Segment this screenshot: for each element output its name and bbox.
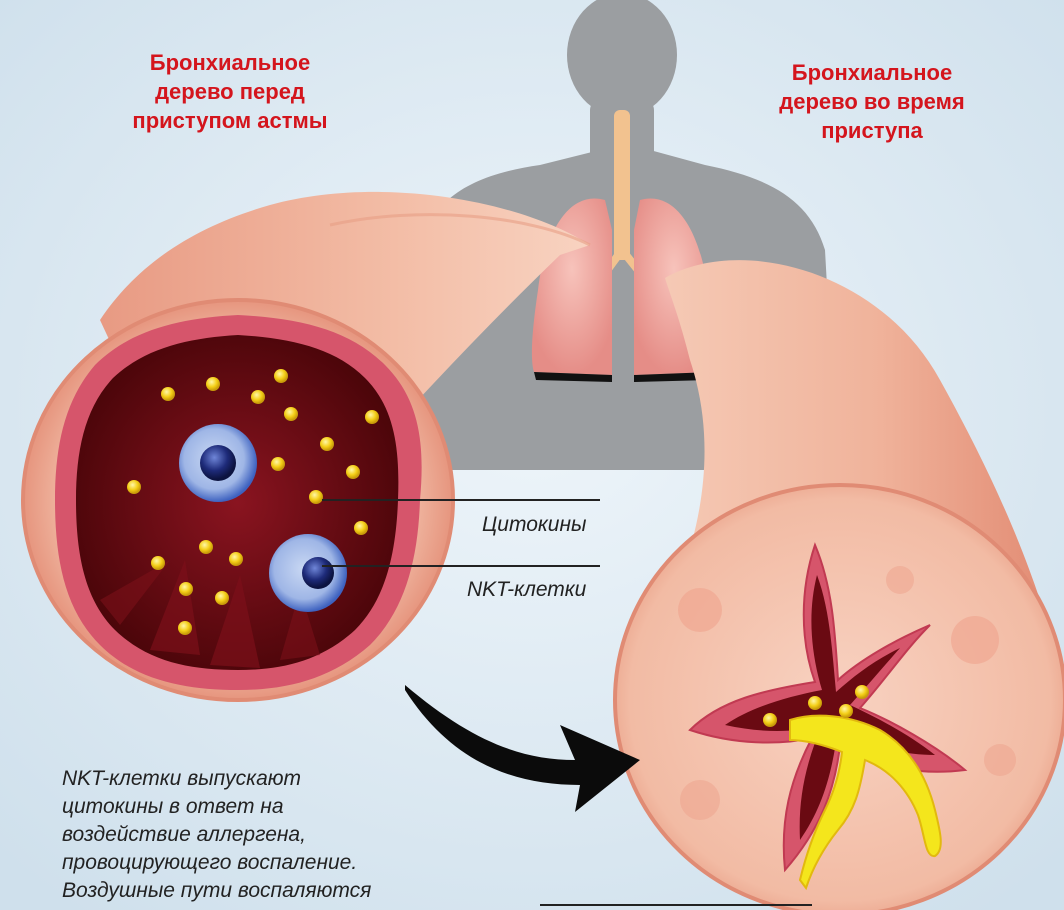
cytokine [808, 696, 822, 710]
cytokine [855, 685, 869, 699]
cytokine [151, 556, 165, 570]
cytokine [365, 410, 379, 424]
title-before-attack: Бронхиальное дерево перед приступом астм… [100, 48, 360, 135]
cytokine [178, 621, 192, 635]
cytokine [271, 457, 285, 471]
cytokine [251, 390, 265, 404]
cytokine [199, 540, 213, 554]
cytokine [763, 713, 777, 727]
cytokine [161, 387, 175, 401]
cytokine [179, 582, 193, 596]
cytokine [284, 407, 298, 421]
cytokine [215, 591, 229, 605]
description-text: NKT-клетки выпускают цитокины в ответ на… [62, 765, 482, 905]
title-during-attack: Бронхиальное дерево во время приступа [742, 58, 1002, 145]
cytokine [229, 552, 243, 566]
cross-section-during [615, 485, 1064, 910]
cytokine [206, 377, 220, 391]
label-nkt-cells: NKT-клетки [467, 578, 586, 602]
label-cytokines: Цитокины [482, 513, 587, 537]
trachea [614, 110, 630, 260]
cytokine [839, 704, 853, 718]
cytokine [346, 465, 360, 479]
cytokine [320, 437, 334, 451]
cytokine [127, 480, 141, 494]
cytokine [354, 521, 368, 535]
cytokine [309, 490, 323, 504]
cytokine [274, 369, 288, 383]
nkt-cell [269, 534, 347, 612]
nkt-cell [179, 424, 257, 502]
